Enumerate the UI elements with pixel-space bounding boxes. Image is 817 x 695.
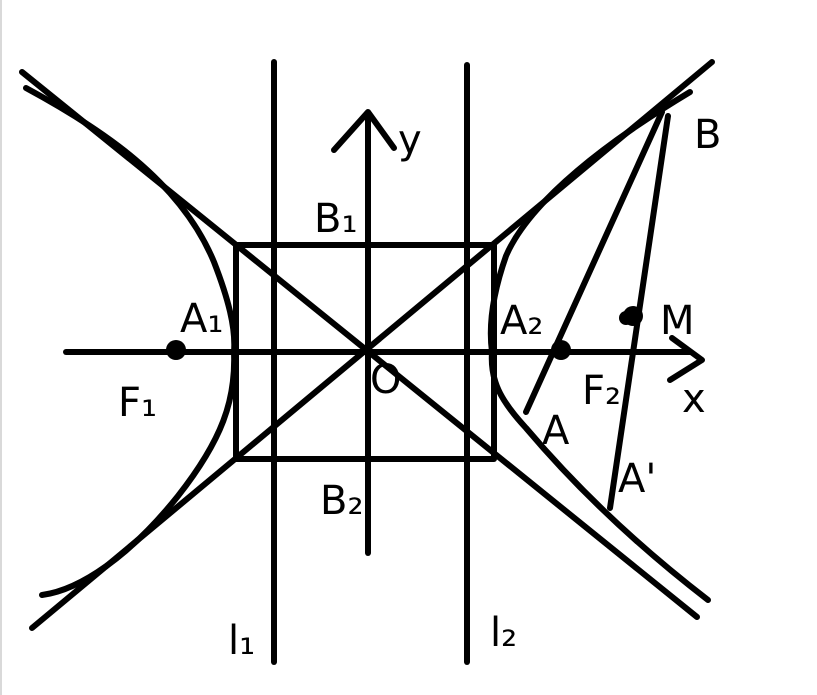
focus-f1-point xyxy=(166,340,186,360)
x-axis-arrow xyxy=(667,335,705,383)
label-a2: A₂ xyxy=(500,298,543,344)
label-f2: F₂ xyxy=(582,368,621,414)
left-edge-border xyxy=(0,0,2,695)
label-a-prime: A' xyxy=(618,456,656,502)
hyperbola-left-branch xyxy=(23,85,238,598)
label-a1: A₁ xyxy=(180,296,223,342)
label-f1: F₁ xyxy=(118,380,157,426)
label-l1: l₁ xyxy=(228,618,255,664)
chord-b-a xyxy=(523,109,665,415)
label-m: M xyxy=(660,298,695,344)
label-b1: B₁ xyxy=(314,196,357,242)
focus-f2-point xyxy=(551,340,571,360)
label-y: y xyxy=(398,117,422,163)
label-b: B xyxy=(694,112,721,158)
asymptote-descending xyxy=(19,69,700,620)
label-a: A xyxy=(542,408,570,454)
hyperbola-right-branch xyxy=(487,89,711,603)
label-b2: B₂ xyxy=(320,478,363,524)
point-m-mark xyxy=(619,311,633,325)
label-x: x xyxy=(682,376,706,422)
y-axis-arrow xyxy=(331,109,397,153)
label-origin: O xyxy=(370,357,401,403)
label-l2: l₂ xyxy=(490,610,517,656)
